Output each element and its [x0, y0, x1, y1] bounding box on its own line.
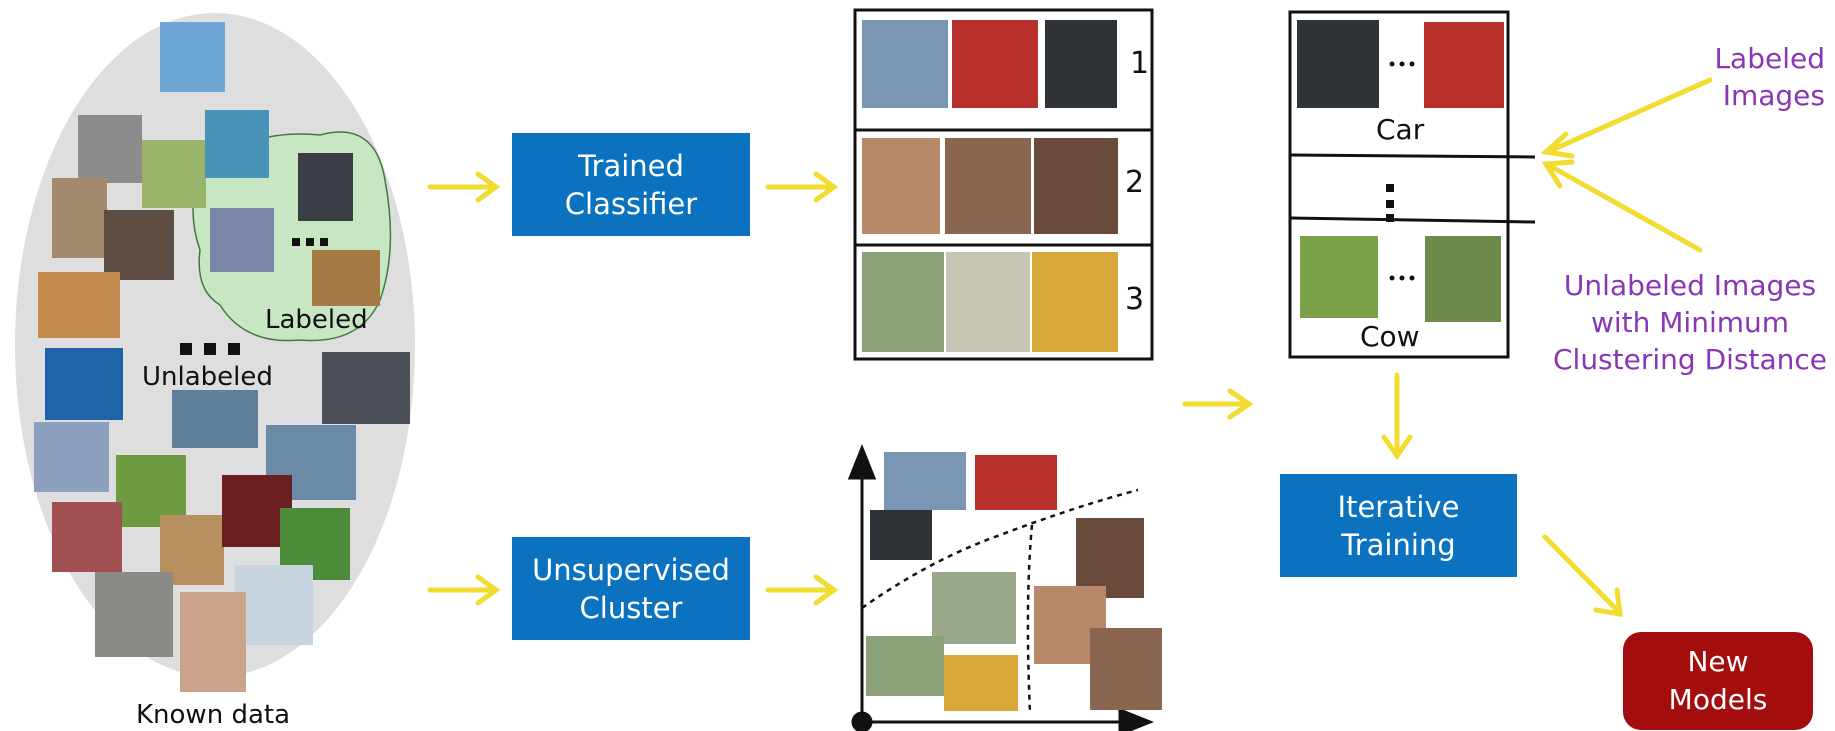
trained-classifier-line-1: Trained	[578, 148, 684, 183]
unsupervised-cluster-line-2: Cluster	[579, 590, 683, 625]
trained-classifier-line-2: Classifier	[564, 186, 698, 221]
new-models-line-2: Models	[1668, 683, 1768, 716]
known-data-caption: Known data	[136, 700, 291, 730]
horizontal-ellipsis	[180, 61, 1415, 355]
unsupervised-cluster-box: Unsupervised Cluster	[512, 537, 750, 640]
classifier-results-frame	[853, 8, 1154, 361]
iterative-training-line-2: Training	[1341, 527, 1456, 562]
unlabeled-images-line-3: Clustering Distance	[1552, 343, 1827, 376]
new-models-line-1: New	[1687, 645, 1749, 678]
labeled-images-line-2: Images	[1722, 79, 1825, 112]
vertical-ellipsis	[1386, 184, 1394, 222]
new-models-box: New Models	[1623, 632, 1813, 730]
cluster-boundaries	[861, 488, 1139, 713]
labeled-images-annotation: Labeled Images	[1714, 40, 1825, 114]
unlabeled-images-line-1: Unlabeled Images	[1563, 269, 1817, 302]
unlabeled-images-annotation: Unlabeled Images with Minimum Clustering…	[1553, 267, 1827, 378]
selected-samples-frame	[1288, 10, 1536, 359]
iterative-training-box: Iterative Training	[1280, 474, 1517, 577]
flow-arrows	[427, 77, 1713, 618]
group-number-3: 3	[1125, 282, 1145, 317]
iterative-training-line-1: Iterative	[1337, 489, 1460, 524]
unlabeled-images-line-2: with Minimum	[1590, 306, 1790, 339]
unsupervised-cluster-line-1: Unsupervised	[532, 552, 730, 587]
trained-classifier-box: Trained Classifier	[512, 133, 750, 236]
class-label-cow: Cow	[1360, 320, 1420, 353]
class-label-car: Car	[1376, 113, 1425, 146]
image-thumbnails	[34, 20, 1504, 711]
unlabeled-label: Unlabeled	[142, 362, 273, 392]
labeled-images-line-1: Labeled	[1714, 42, 1825, 75]
group-number-1: 1	[1130, 46, 1150, 81]
group-number-2: 2	[1125, 165, 1145, 200]
labeled-label: Labeled	[265, 305, 368, 335]
cluster-plot-axes	[847, 443, 1155, 731]
